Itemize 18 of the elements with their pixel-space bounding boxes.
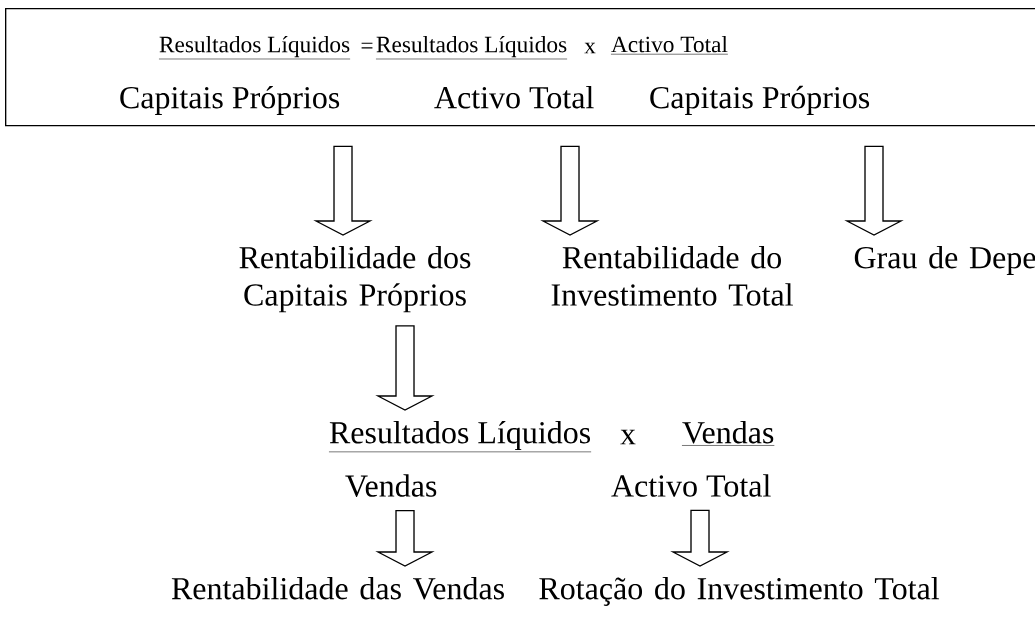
operator-sign: x (584, 42, 596, 54)
result-text: Rentabilidade dos Capitais Próprios (239, 245, 471, 313)
fraction: Activo Total Capitais Próprios (610, 35, 870, 115)
fraction: Resultados Líquidos Vendas (328, 420, 592, 497)
result-text: Grau de Depe (854, 245, 1035, 275)
block-arrow (313, 145, 373, 236)
result-text: Rentabilidade do Investimento Total (551, 245, 793, 306)
fraction: Resultados Líquidos Capitais Próprios (120, 35, 351, 115)
block-arrow (375, 509, 435, 567)
result-text: Rentabilidade das Vendas (171, 576, 504, 600)
operator-sign: = (361, 42, 373, 49)
block-arrow (844, 145, 904, 236)
block-arrow (540, 145, 600, 236)
result-text: Rotação do Investimento Total (539, 576, 940, 606)
formula-box (5, 8, 1035, 127)
block-arrow (670, 509, 730, 567)
operator-sign: x (620, 429, 636, 445)
block-arrow (375, 325, 435, 411)
